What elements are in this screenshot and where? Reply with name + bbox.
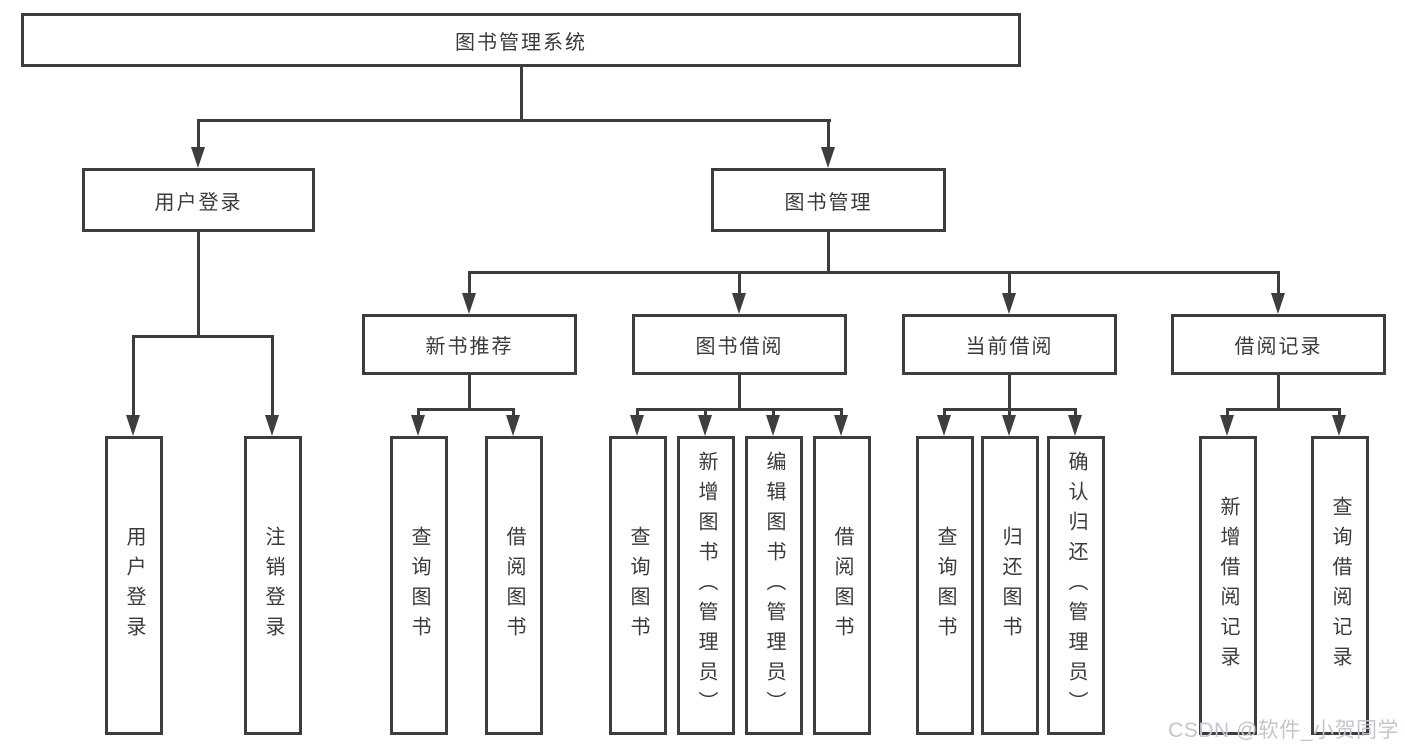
arrowhead-leaf-borrow2 <box>834 415 848 436</box>
arrowhead-borrow-records <box>1271 293 1285 314</box>
arrowhead-leaf-editbook <box>766 415 780 436</box>
arrowhead-new-book <box>462 293 476 314</box>
connector-to-user-login <box>197 119 200 151</box>
leaf-query-books-borrowing: 查询图书 <box>609 436 667 735</box>
node-borrowing-records: 借阅记录 <box>1171 314 1386 375</box>
connector-bookborrow-hbar <box>636 408 843 411</box>
node-new-book-recommendation: 新书推荐 <box>362 314 577 375</box>
connector-to-leaf-logout <box>271 335 274 420</box>
node-book-borrowing: 图书借阅 <box>632 314 847 375</box>
leaf-logout: 注销登录 <box>244 436 302 735</box>
node-library-management-system: 图书管理系统 <box>21 13 1021 67</box>
node-book-management: 图书管理 <box>711 168 946 232</box>
arrowhead-book-borrow <box>732 293 746 314</box>
connector-to-leaf-login <box>132 335 135 420</box>
node-current-borrowing: 当前借阅 <box>902 314 1117 375</box>
connector-to-leaf-add-record <box>1226 408 1229 420</box>
arrowhead-leaf-login <box>126 415 140 436</box>
arrowhead-leaf-query-record <box>1332 415 1346 436</box>
connector-user-login-stem <box>197 232 200 338</box>
connector-to-new-book <box>468 271 471 297</box>
arrowhead-leaf-add-record <box>1220 415 1234 436</box>
arrowhead-book-management <box>821 147 835 168</box>
node-user-login: 用户登录 <box>82 168 315 232</box>
arrowhead-leaf-query1 <box>411 415 425 436</box>
connector-to-leaf-editbook <box>772 408 775 420</box>
connector-to-leaf-query3 <box>943 408 946 420</box>
arrowhead-leaf-query3 <box>937 415 951 436</box>
connector-currentborrow-stem <box>1008 375 1011 411</box>
connector-book-mgmt-hbar <box>468 271 1280 274</box>
connector-to-book-borrow <box>738 271 741 297</box>
connector-to-current-borrow <box>1008 271 1011 297</box>
connector-records-hbar <box>1226 408 1341 411</box>
connector-to-leaf-borrow2 <box>840 408 843 420</box>
connector-newbook-stem <box>468 375 471 411</box>
connector-to-book-management <box>827 119 830 151</box>
connector-to-leaf-confirm-return <box>1074 408 1077 420</box>
leaf-confirm-return-admin: 确认归还（管理员） <box>1047 436 1105 735</box>
connector-bookborrow-stem <box>738 375 741 411</box>
connector-to-leaf-query1 <box>417 408 420 420</box>
connector-root-stem <box>520 67 523 121</box>
arrowhead-leaf-logout <box>265 415 279 436</box>
connector-to-leaf-query2 <box>636 408 639 420</box>
leaf-borrow-books-borrowing: 借阅图书 <box>813 436 871 735</box>
arrowhead-leaf-borrow1 <box>506 415 520 436</box>
leaf-add-book-admin: 新增图书（管理员） <box>677 436 735 735</box>
arrowhead-leaf-query2 <box>630 415 644 436</box>
arrowhead-current-borrow <box>1002 293 1016 314</box>
leaf-query-borrow-record: 查询借阅记录 <box>1311 436 1369 735</box>
connector-newbook-hbar <box>417 408 515 411</box>
connector-to-leaf-return <box>1008 408 1011 420</box>
leaf-user-login: 用户登录 <box>105 436 163 735</box>
connector-to-leaf-borrow1 <box>512 408 515 420</box>
leaf-query-books-recommend: 查询图书 <box>390 436 448 735</box>
connector-user-login-hbar <box>132 335 274 338</box>
leaf-return-books: 归还图书 <box>981 436 1039 735</box>
leaf-query-books-current: 查询图书 <box>916 436 974 735</box>
connector-records-stem <box>1277 375 1280 411</box>
arrowhead-leaf-return <box>1002 415 1016 436</box>
arrowhead-leaf-addbook <box>698 415 712 436</box>
arrowhead-leaf-confirm-return <box>1068 415 1082 436</box>
connector-root-hbar <box>197 119 831 122</box>
watermark: CSDN @软件_小贺同学 <box>1168 719 1399 742</box>
connector-to-leaf-query-record <box>1338 408 1341 420</box>
leaf-borrow-books-recommend: 借阅图书 <box>485 436 543 735</box>
connector-to-leaf-addbook <box>704 408 707 420</box>
arrowhead-user-login <box>191 147 205 168</box>
connector-to-borrow-records <box>1277 271 1280 297</box>
leaf-edit-book-admin: 编辑图书（管理员） <box>745 436 803 735</box>
connector-book-mgmt-stem <box>827 232 830 274</box>
leaf-add-borrow-record: 新增借阅记录 <box>1199 436 1257 735</box>
